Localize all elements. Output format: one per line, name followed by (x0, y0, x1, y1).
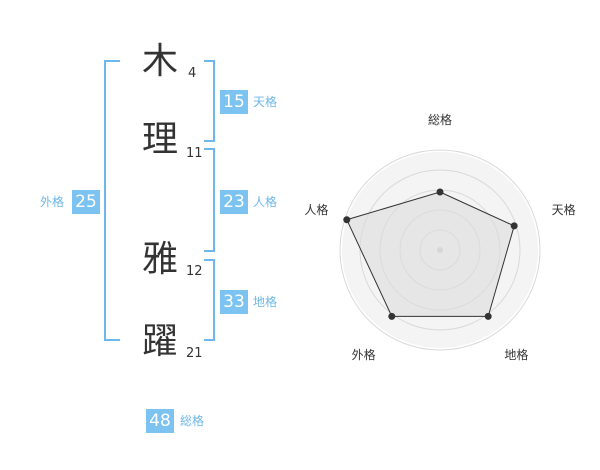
radar-axis-label: 天格 (552, 202, 576, 217)
name-char-1: 木 (142, 41, 179, 82)
gaikaku-label: 外格 (40, 195, 65, 209)
radar-ring (419, 229, 461, 271)
tenkaku-label: 天格 (253, 95, 278, 109)
radar-ring (339, 149, 541, 351)
radar-ring (399, 209, 481, 291)
radar-axis-label: 人格 (304, 202, 328, 217)
jinkaku-label: 人格 (253, 195, 278, 209)
name-char-4: 躍 (142, 321, 179, 362)
gaikaku-badge: 25 (72, 190, 100, 214)
radar-axis-label: 地格 (504, 347, 528, 362)
name-char-2: 理 (142, 119, 179, 160)
radar-point-5 (343, 216, 351, 224)
chikaku-label: 地格 (253, 295, 278, 309)
radar-axis-label: 外格 (352, 347, 376, 362)
jinkaku-badge: 23 (220, 190, 248, 214)
radar-point-4 (388, 312, 396, 320)
stroke-count-1: 4 (188, 66, 197, 81)
radar-ring (359, 169, 521, 331)
radar-series-polygon (346, 191, 515, 317)
radar-point-3 (484, 312, 492, 320)
radar-axis-label: 総格 (428, 112, 452, 127)
soukaku-badge: 48 (146, 409, 174, 433)
radar-ring (379, 189, 501, 311)
tenkaku-bracket (204, 60, 215, 142)
gaikaku-bracket (104, 60, 120, 341)
tenkaku-badge: 15 (220, 90, 248, 114)
radar-point-2 (510, 222, 518, 230)
radar-background (342, 152, 538, 348)
chikaku-badge: 33 (220, 290, 248, 314)
stroke-count-4: 21 (186, 346, 203, 361)
name-char-3: 雅 (142, 239, 179, 280)
radar-center-dot (437, 247, 443, 253)
radar-point-1 (436, 188, 444, 196)
stroke-count-2: 11 (186, 146, 203, 161)
soukaku-label: 総格 (180, 414, 205, 428)
jinkaku-bracket (204, 148, 215, 252)
chikaku-bracket (204, 259, 215, 341)
stroke-count-3: 12 (186, 264, 203, 279)
